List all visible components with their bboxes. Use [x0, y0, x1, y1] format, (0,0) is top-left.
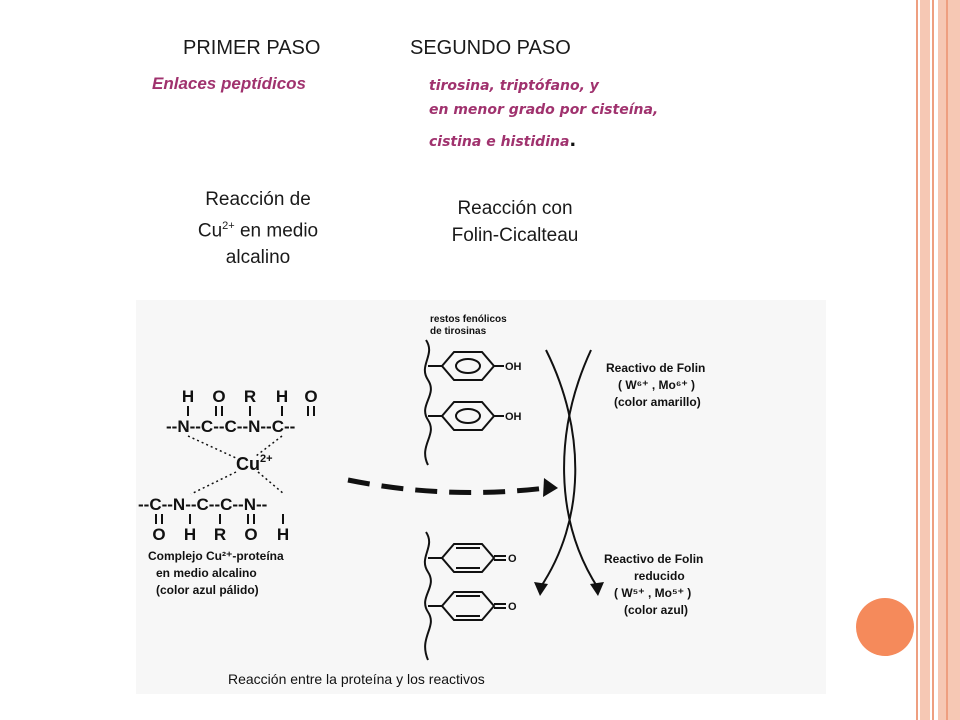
bottom-peptide-chain: --C--N--C--C--N-- — [138, 495, 267, 514]
bottom-atom: H — [277, 525, 289, 544]
figure-caption: Reacción entre la proteína y los reactiv… — [228, 671, 485, 687]
copper-ion: Cu2+ — [236, 453, 273, 474]
dashed-arrow — [347, 477, 547, 495]
folin-reagent-line: (color amarillo) — [614, 395, 701, 409]
bottom-atom: H — [184, 525, 196, 544]
folin-reagent-line: Reactivo de Folin — [606, 361, 705, 375]
heading-segundo-paso: SEGUNDO PASO — [410, 37, 571, 59]
complex-label-line: Complejo Cu²⁺-proteína — [148, 549, 284, 563]
phenol-label-line: restos fenólicos — [430, 314, 507, 325]
dashed-arrow-head — [543, 478, 558, 497]
top-peptide-chain: --N--C--C--N--C-- — [166, 417, 295, 436]
heading-primer-paso: PRIMER PASO — [183, 37, 321, 59]
bottom-atom: O — [244, 525, 257, 544]
bond-type-text: Enlaces peptídicos — [152, 74, 306, 93]
cross-arrow-right — [563, 349, 599, 589]
decorative-stripes — [916, 0, 960, 720]
bottom-atom: R — [214, 525, 226, 544]
folin-reduced-line: (color azul) — [624, 603, 688, 617]
folin-reduced-line: Reactivo de Folin — [604, 552, 703, 566]
phenol-label-line: de tirosinas — [430, 326, 487, 337]
reaction-diagram: H O R H O --N--C--C--N--C-- Cu2+ --C--N-… — [138, 314, 705, 687]
top-atom: H — [182, 387, 194, 406]
o-label: O — [508, 553, 517, 565]
cross-arrow-left — [539, 349, 577, 589]
top-atom: H — [276, 387, 288, 406]
bottom-atom: O — [152, 525, 165, 544]
first-step-reaction: Reacción de Cu2+ en medio alcalino — [197, 189, 319, 269]
reaction-figure: H O R H O --N--C--C--N--C-- Cu2+ --C--N-… — [136, 300, 826, 694]
oh-label: OH — [505, 361, 522, 373]
complex-label-line: (color azul pálido) — [156, 583, 259, 597]
top-atom: O — [304, 387, 317, 406]
folin-reduced-line: ( W⁵⁺ , Mo⁵⁺ ) — [614, 586, 691, 600]
complex-label-line: en medio alcalino — [156, 566, 257, 580]
top-atom: O — [212, 387, 225, 406]
folin-reagent-line: ( W⁶⁺ , Mo⁶⁺ ) — [618, 378, 695, 392]
amino-acids-line-3: cistina e histidina. — [429, 130, 577, 151]
folin-reduced-line: reducido — [634, 569, 685, 583]
oh-label: OH — [505, 411, 522, 423]
amino-acids-line-2: en menor grado por cisteína, — [429, 102, 659, 118]
o-label: O — [508, 601, 517, 613]
decorative-circle — [856, 598, 914, 656]
top-atom: R — [244, 387, 256, 406]
amino-acids-line-1: tirosina, triptófano, y — [429, 78, 599, 94]
second-step-reaction: Reacción con Folin-Cicalteau — [451, 198, 579, 246]
